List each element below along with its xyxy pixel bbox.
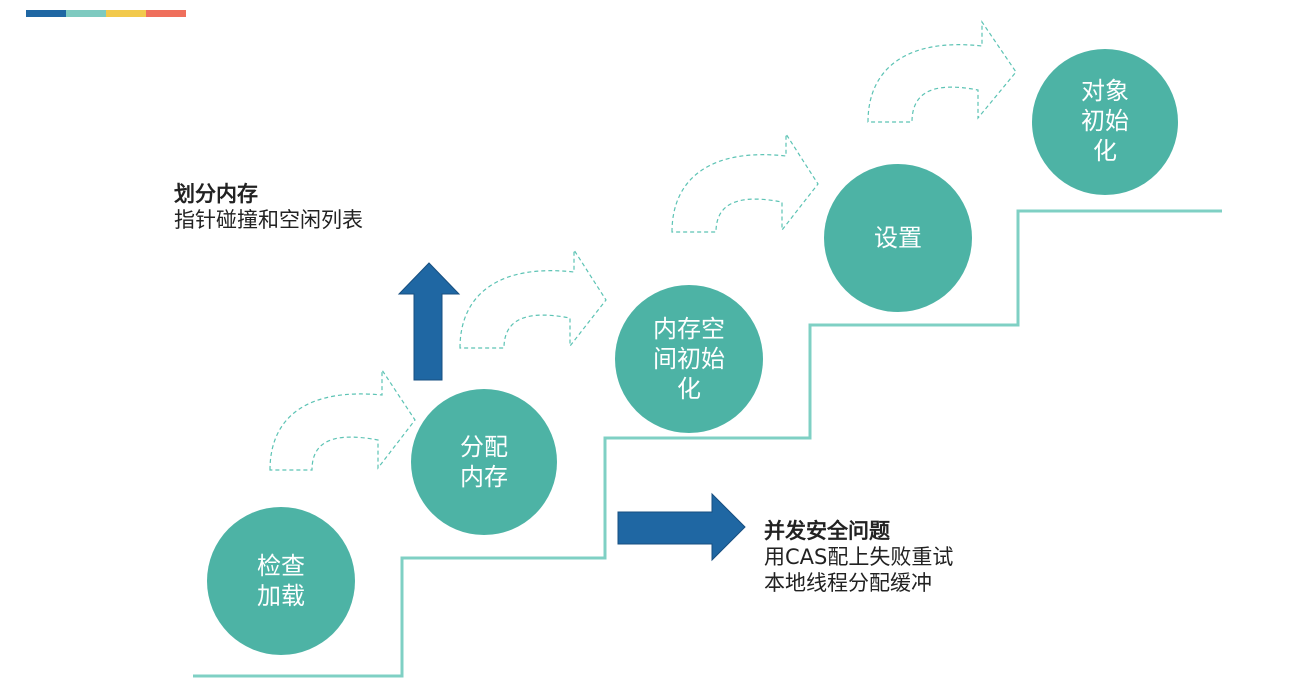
step-circle-1 [207, 507, 355, 655]
step-label-1: 检查 加载 [257, 552, 305, 610]
accent-bar-blue [26, 10, 66, 17]
right-arrow [617, 492, 746, 562]
dashed-arrow-3 [671, 131, 819, 233]
step-label-3: 内存空 间初始 化 [653, 315, 725, 403]
step-circle-2 [411, 389, 557, 535]
note-concurrency-line-1: 用CAS配上失败重试 [764, 545, 954, 569]
step-circle-4 [824, 164, 972, 312]
note-concurrency: 并发安全问题 用CAS配上失败重试 本地线程分配缓冲 [764, 518, 953, 596]
step-label-5: 对象 初始 化 [1081, 77, 1129, 165]
accent-bar-yellow [106, 10, 146, 17]
accent-bar-teal [66, 10, 106, 17]
dashed-arrow-4 [867, 20, 1017, 123]
note-allocate-title: 划分内存 [174, 182, 258, 206]
staircase-line [193, 209, 1222, 678]
accent-bar-red [146, 10, 186, 17]
step-circle-3 [615, 285, 763, 433]
dashed-arrow-2 [459, 247, 607, 349]
step-circle-5 [1032, 49, 1178, 195]
note-concurrency-line-2: 本地线程分配缓冲 [764, 571, 932, 595]
note-allocate: 划分内存 指针碰撞和空闲列表 [174, 181, 363, 233]
step-label-4: 设置 [874, 224, 922, 252]
up-arrow [397, 262, 461, 381]
step-label-2: 分配 内存 [460, 433, 508, 491]
note-concurrency-title: 并发安全问题 [764, 519, 890, 543]
dashed-arrow-1 [269, 368, 416, 471]
note-allocate-line-1: 指针碰撞和空闲列表 [174, 208, 363, 232]
